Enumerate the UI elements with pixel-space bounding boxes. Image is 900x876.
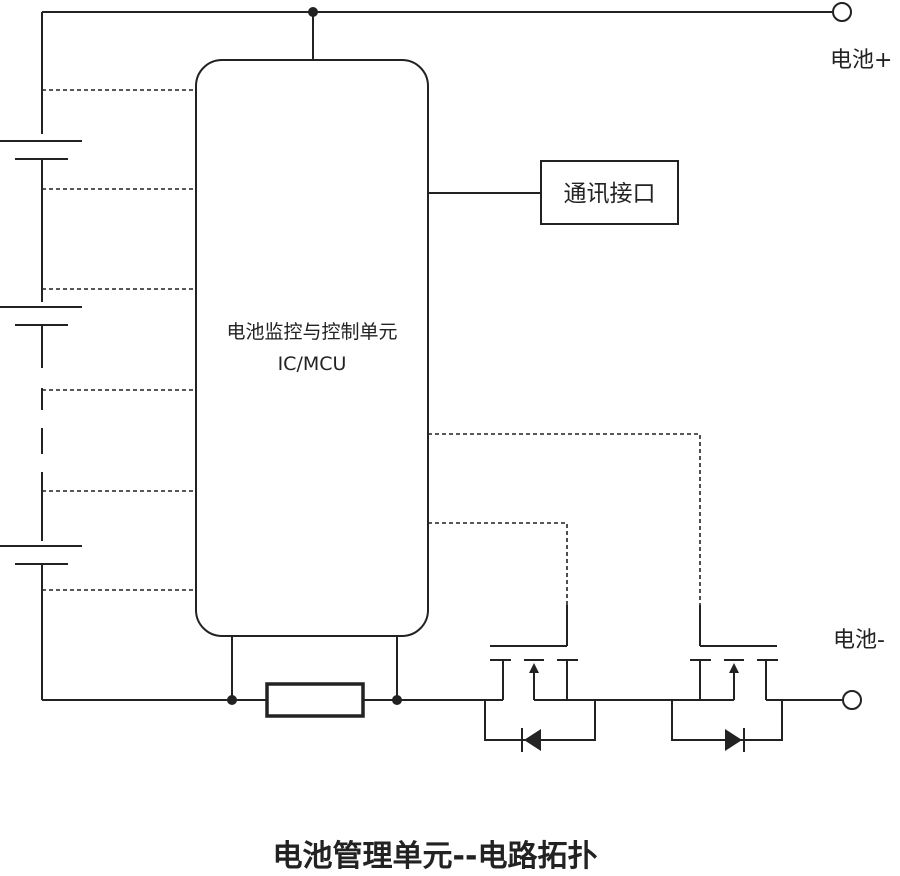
junction-node-left: [227, 695, 237, 705]
controller-block: [195, 59, 429, 637]
battery-cells: [0, 140, 82, 700]
negative-rail: [42, 636, 503, 705]
diagram-caption: 电池管理单元--电路拓扑: [273, 839, 598, 874]
mosfet-1: [484, 605, 596, 752]
comm-interface-box: [540, 160, 679, 225]
battery-plus-label: 电池+: [830, 48, 892, 73]
gate-drive-lines: [428, 433, 701, 605]
battery-minus-label: 电池-: [833, 628, 885, 653]
sense-resistor: [265, 682, 365, 718]
positive-rail: [41, 7, 832, 134]
mosfet-2: [595, 605, 842, 752]
battery-minus-terminal[interactable]: [842, 690, 862, 710]
comm-interface-label: 通讯接口: [564, 181, 656, 207]
controller-label: 电池监控与控制单元: [226, 321, 397, 343]
junction-node-top: [308, 7, 318, 17]
junction-node-right: [392, 695, 402, 705]
cell-sense-lines: [42, 89, 196, 591]
controller-sublabel: IC/MCU: [278, 353, 347, 375]
battery-plus-terminal[interactable]: [832, 2, 852, 22]
